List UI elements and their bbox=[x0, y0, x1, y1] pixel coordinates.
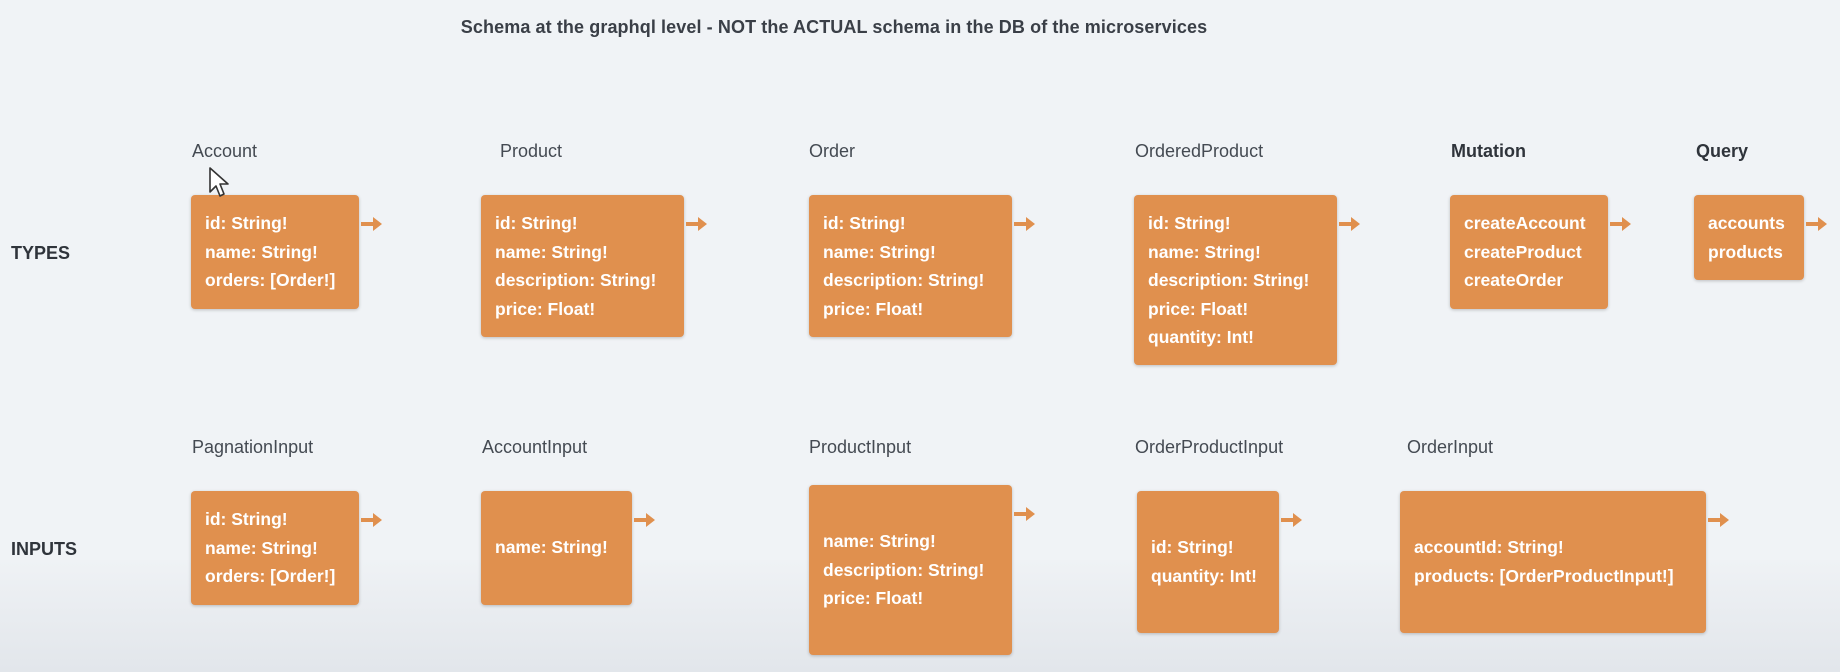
field: name: String! bbox=[205, 537, 318, 558]
type-title-mutation: Mutation bbox=[1451, 141, 1526, 161]
field: price: Float! bbox=[823, 588, 924, 608]
field: name: String! bbox=[1148, 241, 1261, 262]
row-label-types: TYPES bbox=[11, 243, 71, 263]
type-title-order: Order bbox=[809, 141, 856, 161]
field: id: String! bbox=[1148, 213, 1231, 233]
field: products: [OrderProductInput!] bbox=[1414, 565, 1674, 586]
type-box-product[interactable]: id: String! name: String! description: S… bbox=[481, 195, 684, 337]
field: createOrder bbox=[1464, 270, 1564, 290]
field: quantity: Int! bbox=[1148, 327, 1254, 347]
input-title-accountinput: AccountInput bbox=[482, 437, 588, 457]
field: products bbox=[1708, 241, 1783, 262]
type-box-mutation[interactable]: createAccount createProduct createOrder bbox=[1450, 195, 1608, 309]
mouse-pointer-icon bbox=[208, 166, 232, 200]
arrow-right-icon bbox=[1281, 511, 1303, 529]
input-title-orderproductinput: OrderProductInput bbox=[1135, 437, 1284, 457]
arrow-right-icon bbox=[1014, 215, 1036, 233]
type-box-orderedproduct[interactable]: id: String! name: String! description: S… bbox=[1134, 195, 1337, 365]
arrow-right-icon bbox=[634, 511, 656, 529]
field: price: Float! bbox=[1148, 298, 1249, 319]
field: id: String! bbox=[1151, 537, 1234, 557]
field: description: String! bbox=[495, 270, 657, 290]
field: quantity: Int! bbox=[1151, 565, 1257, 586]
field: price: Float! bbox=[823, 298, 924, 319]
field: name: String! bbox=[823, 531, 936, 551]
field: id: String! bbox=[205, 213, 288, 233]
field: name: String! bbox=[205, 241, 318, 262]
input-box-orderinput[interactable]: accountId: String! products: [OrderProdu… bbox=[1400, 491, 1706, 633]
field: description: String! bbox=[1148, 270, 1310, 290]
input-title-orderinput: OrderInput bbox=[1407, 437, 1494, 457]
arrow-right-icon bbox=[1014, 505, 1036, 523]
field: price: Float! bbox=[495, 298, 596, 319]
type-box-query[interactable]: accounts products bbox=[1694, 195, 1804, 280]
field: name: String! bbox=[495, 241, 608, 262]
field: orders: [Order!] bbox=[205, 566, 336, 586]
field: accounts bbox=[1708, 213, 1785, 233]
field: description: String! bbox=[823, 270, 985, 290]
input-box-pagnationinput[interactable]: id: String! name: String! orders: [Order… bbox=[191, 491, 359, 605]
field: name: String! bbox=[823, 241, 936, 262]
field: id: String! bbox=[495, 213, 578, 233]
type-title-query: Query bbox=[1696, 141, 1749, 161]
field: id: String! bbox=[205, 509, 288, 529]
input-title-pagnationinput: PagnationInput bbox=[192, 437, 314, 457]
type-box-order[interactable]: id: String! name: String! description: S… bbox=[809, 195, 1012, 337]
field: accountId: String! bbox=[1414, 537, 1564, 557]
page-title: Schema at the graphql level - NOT the AC… bbox=[460, 17, 1208, 37]
field: orders: [Order!] bbox=[205, 270, 336, 290]
arrow-right-icon bbox=[361, 511, 383, 529]
arrow-right-icon bbox=[1708, 511, 1730, 529]
input-title-productinput: ProductInput bbox=[809, 437, 912, 457]
arrow-right-icon bbox=[1339, 215, 1361, 233]
input-box-orderproductinput[interactable]: id: String! quantity: Int! bbox=[1137, 491, 1279, 633]
field: description: String! bbox=[823, 559, 985, 580]
field: name: String! bbox=[495, 537, 608, 557]
input-box-accountinput[interactable]: name: String! bbox=[481, 491, 632, 605]
arrow-right-icon bbox=[1610, 215, 1632, 233]
input-box-productinput[interactable]: name: String! description: String! price… bbox=[809, 485, 1012, 655]
field: createProduct bbox=[1464, 241, 1582, 262]
field: id: String! bbox=[823, 213, 906, 233]
row-label-inputs: INPUTS bbox=[11, 539, 78, 559]
type-title-account: Account bbox=[192, 141, 258, 161]
field: createAccount bbox=[1464, 213, 1586, 233]
type-title-product: Product bbox=[500, 141, 563, 161]
arrow-right-icon bbox=[361, 215, 383, 233]
type-box-account[interactable]: id: String! name: String! orders: [Order… bbox=[191, 195, 359, 309]
arrow-right-icon bbox=[1806, 215, 1828, 233]
type-title-orderedproduct: OrderedProduct bbox=[1135, 141, 1264, 161]
arrow-right-icon bbox=[686, 215, 708, 233]
